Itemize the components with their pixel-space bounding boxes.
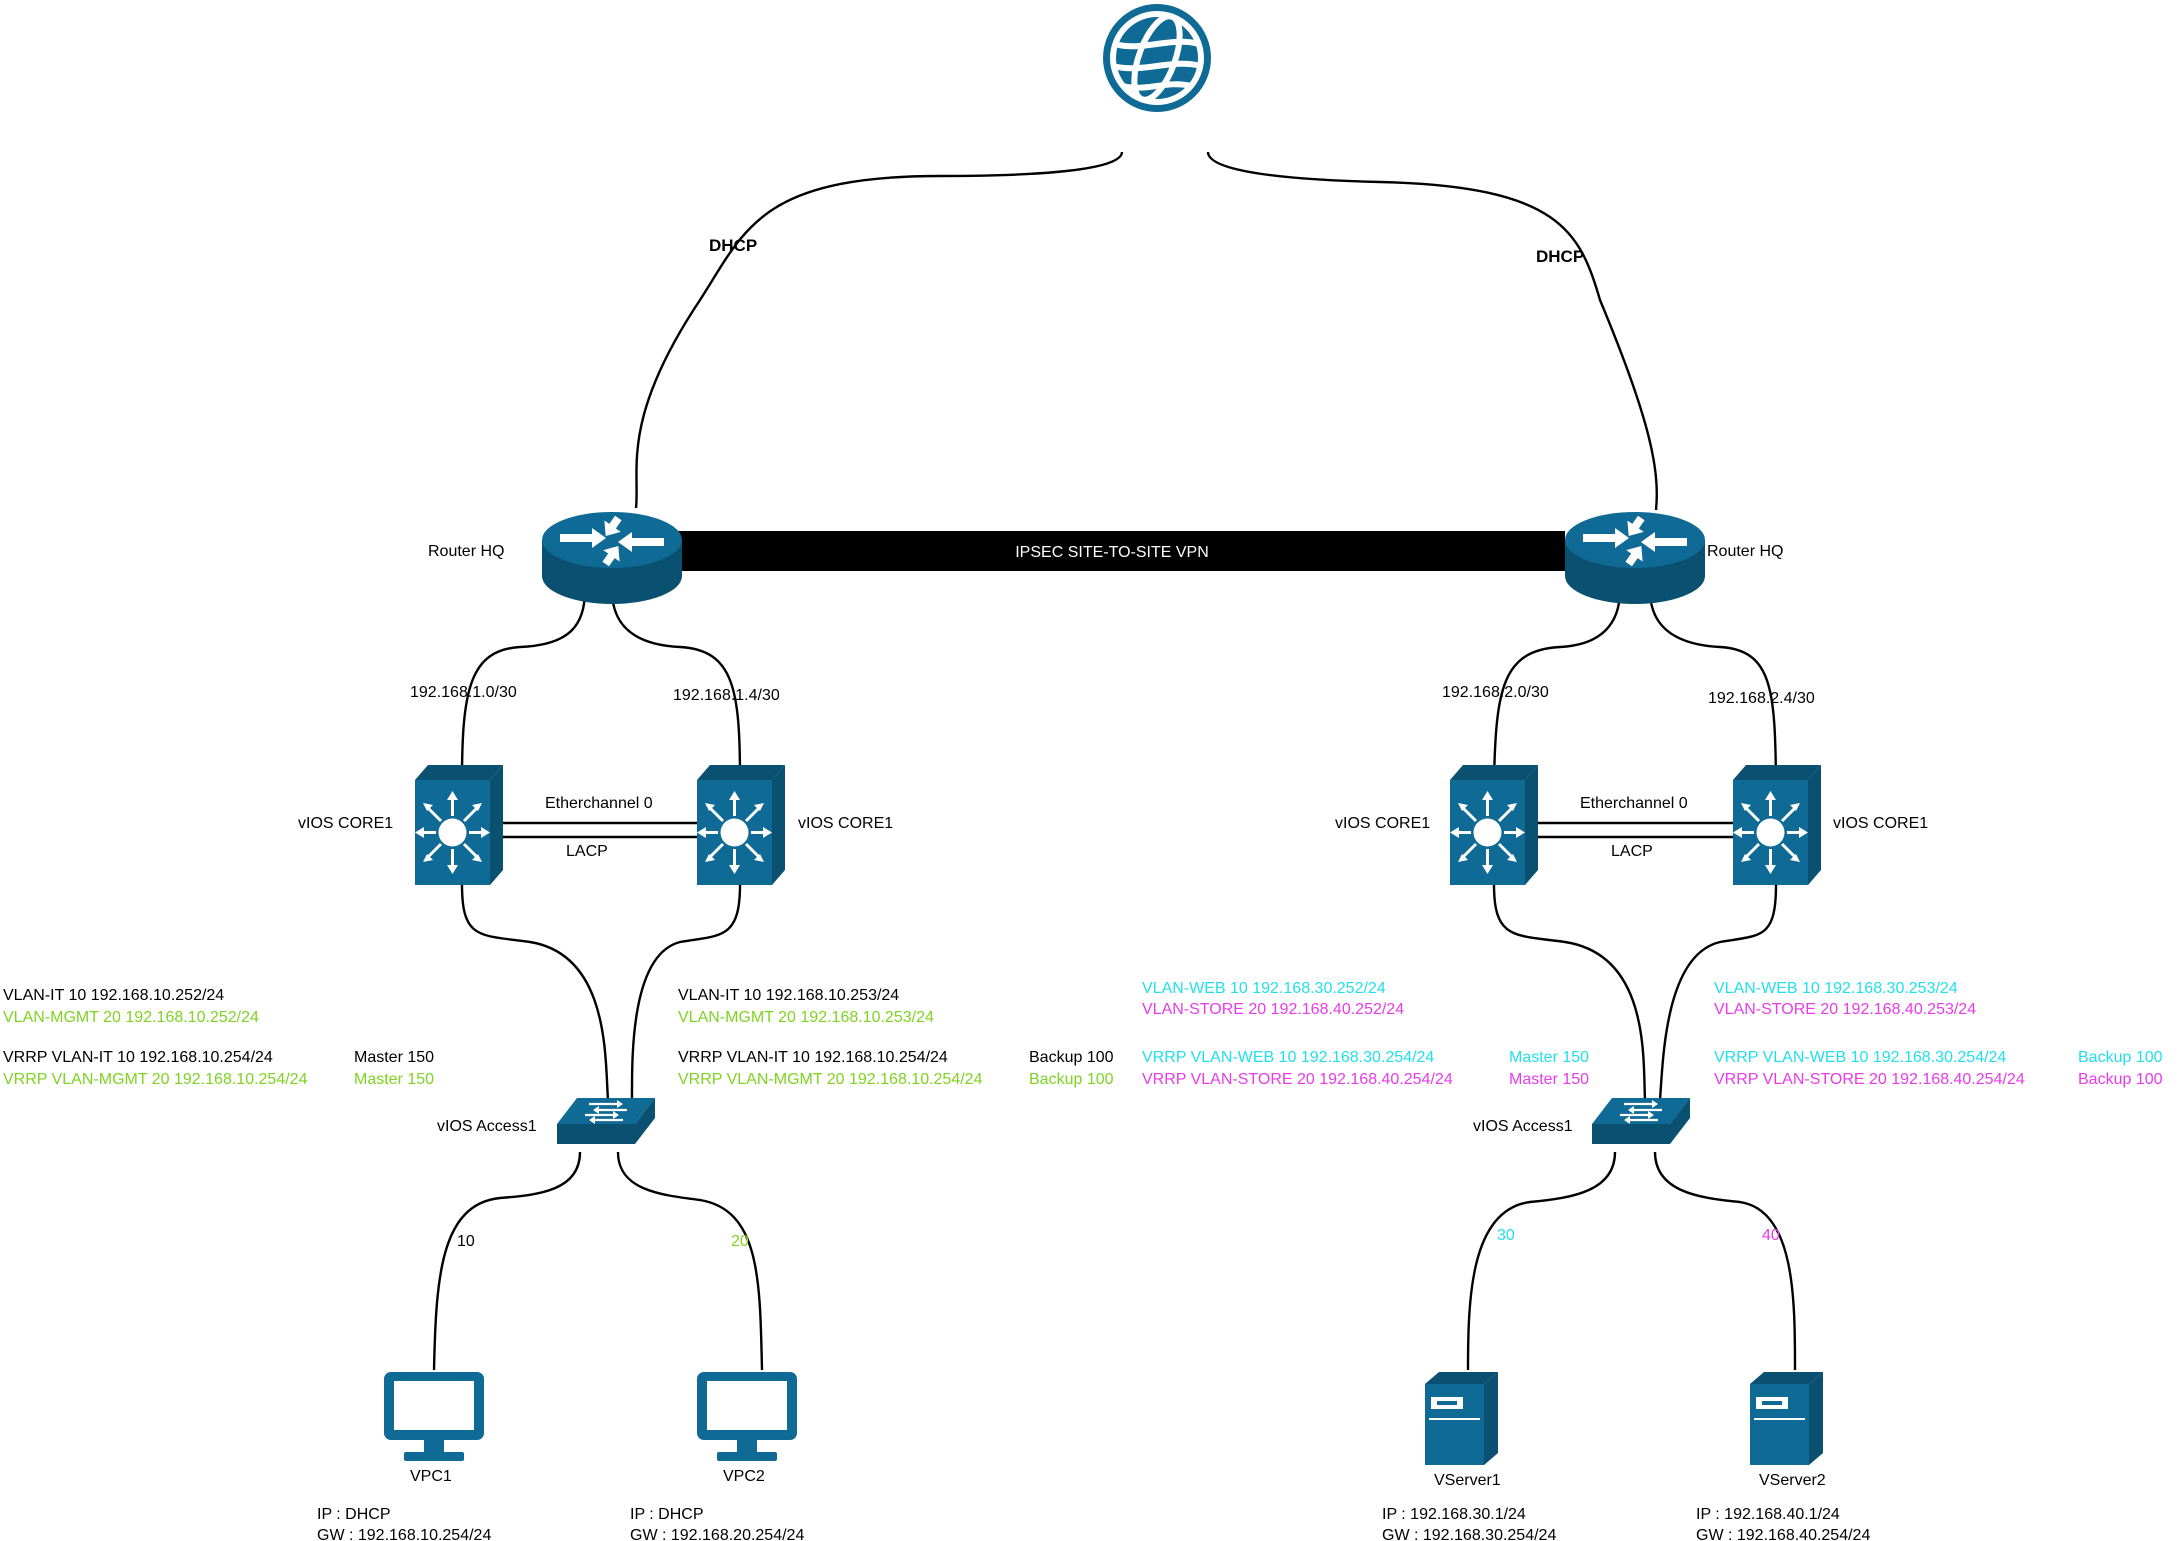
link-hq-access-vpc2 <box>616 1151 764 1371</box>
branch-access-switch-icon[interactable] <box>1590 1096 1692 1146</box>
link-hq-router-core-right <box>610 589 742 781</box>
branch-router-label: Router HQ <box>1707 543 1783 560</box>
link-br-access-vserver2 <box>1653 1151 1797 1371</box>
hq-lacp-label: LACP <box>566 843 608 860</box>
link-br-core-right-access <box>1658 884 1778 1101</box>
hq-subnet-right: 192.168.1.4/30 <box>673 687 780 704</box>
branch-subnet-right: 192.168.2.4/30 <box>1708 690 1815 707</box>
vpn-label: IPSEC SITE-TO-SITE VPN <box>1015 544 1209 561</box>
hq-core-left-label: vIOS CORE1 <box>298 815 393 832</box>
branch-router-icon[interactable] <box>1565 512 1705 604</box>
branch-etherchannel-label: Etherchannel 0 <box>1580 795 1688 812</box>
branch-subnet-left: 192.168.2.0/30 <box>1442 684 1549 701</box>
branch-core-right-vlan-store: VLAN-STORE 20 192.168.40.253/24 <box>1714 1001 1976 1018</box>
branch-lacp-label: LACP <box>1611 843 1653 860</box>
vpc2-ip: IP : DHCP <box>630 1506 704 1523</box>
hq-core-left-switch-icon[interactable] <box>413 763 505 887</box>
hq-core-right-switch-icon[interactable] <box>695 763 787 887</box>
vpc2-monitor-icon[interactable] <box>697 1372 797 1461</box>
branch-core-left-vlan-store: VLAN-STORE 20 192.168.40.252/24 <box>1142 1001 1404 1018</box>
hq-core-left-vrrp-it: VRRP VLAN-IT 10 192.168.10.254/24 <box>3 1049 273 1066</box>
vserver2-ip: IP : 192.168.40.1/24 <box>1696 1506 1840 1523</box>
ipsec-vpn-tunnel <box>660 531 1565 571</box>
vserver2-server-icon[interactable] <box>1749 1371 1824 1466</box>
internet-globe <box>1103 4 1211 112</box>
dhcp-left-label: DHCP <box>709 236 757 255</box>
branch-core-right-vrrp-web-role: Backup 100 <box>2078 1049 2163 1066</box>
branch-core-right-switch-icon[interactable] <box>1731 763 1823 887</box>
link-br-router-core-right <box>1648 589 1778 781</box>
link-hq-access-vpc1 <box>432 1151 582 1371</box>
dhcp-right-label: DHCP <box>1536 247 1584 266</box>
vpc1-name: VPC1 <box>410 1468 452 1485</box>
branch-core-left-vrrp-web-role: Master 150 <box>1509 1049 1589 1066</box>
hq-core-left-vlan-it: VLAN-IT 10 192.168.10.252/24 <box>3 987 224 1004</box>
hq-core-left-vlan-mgmt: VLAN-MGMT 20 192.168.10.252/24 <box>3 1009 259 1026</box>
hq-core-left-vrrp-it-role: Master 150 <box>354 1049 434 1066</box>
hq-core-right-vrrp-mgmt-role: Backup 100 <box>1029 1071 1114 1088</box>
vserver1-gw: GW : 192.168.30.254/24 <box>1382 1527 1556 1541</box>
connections <box>432 151 1797 1371</box>
branch-core-right-vrrp-web: VRRP VLAN-WEB 10 192.168.30.254/24 <box>1714 1049 2006 1066</box>
branch-core-left-vlan-web: VLAN-WEB 10 192.168.30.252/24 <box>1142 980 1386 997</box>
hq-core-right-vrrp-it: VRRP VLAN-IT 10 192.168.10.254/24 <box>678 1049 948 1066</box>
branch-core-right-label: vIOS CORE1 <box>1833 815 1928 832</box>
branch-core-left-vrrp-web: VRRP VLAN-WEB 10 192.168.30.254/24 <box>1142 1049 1434 1066</box>
branch-core-left-label: vIOS CORE1 <box>1335 815 1430 832</box>
link-hq-router-core-left <box>460 589 587 781</box>
branch-port-right-label: 40 <box>1762 1227 1780 1244</box>
hq-port-left-label: 10 <box>457 1233 475 1250</box>
vserver2-gw: GW : 192.168.40.254/24 <box>1696 1527 1870 1541</box>
hq-port-right-label: 20 <box>731 1233 749 1250</box>
vserver1-name: VServer1 <box>1434 1472 1501 1489</box>
link-hq-core-right-access <box>630 884 742 1101</box>
hq-core-right-vlan-mgmt: VLAN-MGMT 20 192.168.10.253/24 <box>678 1009 934 1026</box>
hq-access-label: vIOS Access1 <box>437 1118 537 1135</box>
vpc1-gw: GW : 192.168.10.254/24 <box>317 1527 491 1541</box>
hq-core-left-vrrp-mgmt-role: Master 150 <box>354 1071 434 1088</box>
vpc2-name: VPC2 <box>723 1468 765 1485</box>
link-br-core-left-access <box>1492 884 1647 1101</box>
link-internet-hq <box>634 151 1124 509</box>
branch-port-left-label: 30 <box>1497 1227 1515 1244</box>
hq-core-right-vlan-it: VLAN-IT 10 192.168.10.253/24 <box>678 987 899 1004</box>
labels: DHCP DHCP IPSEC SITE-TO-SITE VPN Router … <box>3 236 2163 1541</box>
branch-core-right-vrrp-store: VRRP VLAN-STORE 20 192.168.40.254/24 <box>1714 1071 2025 1088</box>
branch-core-left-vrrp-store: VRRP VLAN-STORE 20 192.168.40.254/24 <box>1142 1071 1453 1088</box>
branch-access-label: vIOS Access1 <box>1473 1118 1573 1135</box>
hq-core-right-label: vIOS CORE1 <box>798 815 893 832</box>
hq-subnet-left: 192.168.1.0/30 <box>410 684 517 701</box>
link-internet-branch <box>1206 151 1658 511</box>
vserver1-ip: IP : 192.168.30.1/24 <box>1382 1506 1526 1523</box>
hq-etherchannel-label: Etherchannel 0 <box>545 795 653 812</box>
hq-core-right-vrrp-it-role: Backup 100 <box>1029 1049 1114 1066</box>
branch-core-left-switch-icon[interactable] <box>1448 763 1540 887</box>
link-hq-core-left-access <box>460 884 610 1101</box>
vserver2-name: VServer2 <box>1759 1472 1826 1489</box>
hq-router-icon[interactable] <box>542 512 682 604</box>
vpc2-gw: GW : 192.168.20.254/24 <box>630 1527 804 1541</box>
link-br-access-vserver1 <box>1466 1151 1617 1371</box>
branch-core-right-vlan-web: VLAN-WEB 10 192.168.30.253/24 <box>1714 980 1958 997</box>
hq-core-left-vrrp-mgmt: VRRP VLAN-MGMT 20 192.168.10.254/24 <box>3 1071 308 1088</box>
hq-router-label: Router HQ <box>428 543 504 560</box>
vserver1-server-icon[interactable] <box>1424 1371 1499 1466</box>
hq-core-right-vrrp-mgmt: VRRP VLAN-MGMT 20 192.168.10.254/24 <box>678 1071 983 1088</box>
branch-core-left-vrrp-store-role: Master 150 <box>1509 1071 1589 1088</box>
branch-core-right-vrrp-store-role: Backup 100 <box>2078 1071 2163 1088</box>
vpc1-ip: IP : DHCP <box>317 1506 391 1523</box>
link-br-router-core-left <box>1492 589 1622 781</box>
hq-access-switch-icon[interactable] <box>555 1096 657 1146</box>
globe-icon <box>1103 4 1211 112</box>
vpc1-monitor-icon[interactable] <box>384 1372 484 1461</box>
